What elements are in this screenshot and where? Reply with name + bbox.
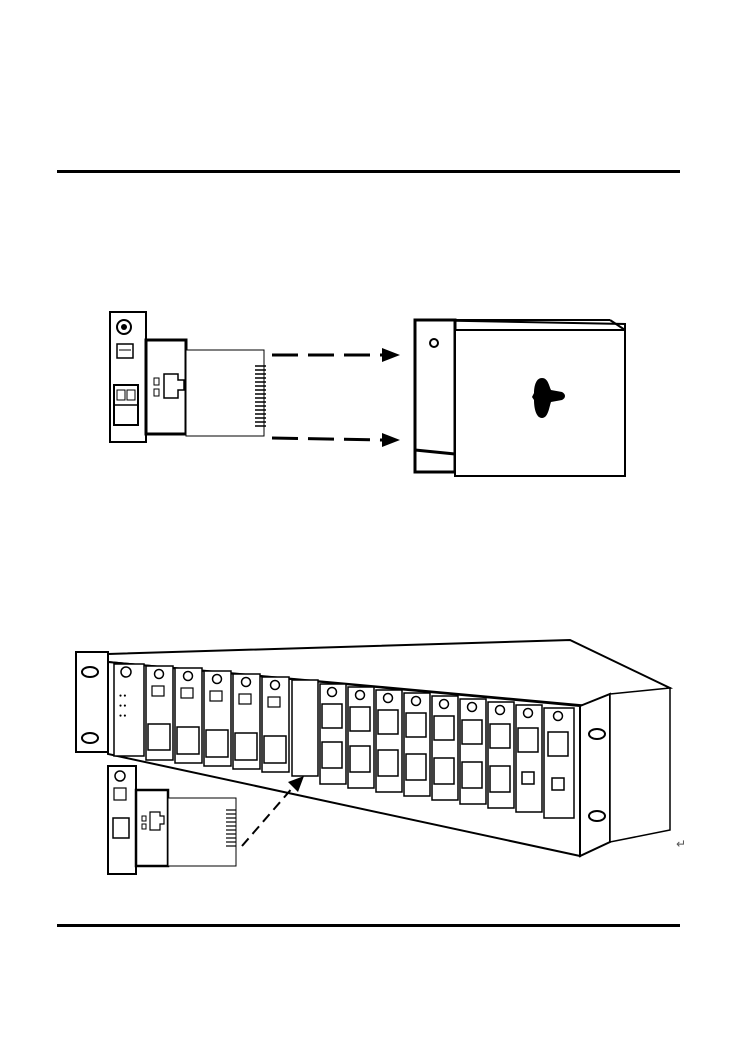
rack-slot-5 [233,674,260,769]
svg-text:● ●: ● ● [119,693,126,699]
rack-slot-14 [488,702,514,808]
header-rule [57,170,680,173]
module-bracket [146,340,186,434]
rack-slot-16 [544,708,574,818]
rack-slot-10 [376,690,402,792]
rack-slot-12 [432,696,458,800]
rack-slot-11 [404,693,430,796]
rack-slot-2 [146,666,173,760]
rack-slot-8 [320,684,346,784]
svg-text:● ●: ● ● [119,703,126,709]
circuit-board [186,350,266,436]
rack-ear-left [76,652,108,752]
standalone-chassis [415,320,625,476]
rack-slot-empty [292,680,318,776]
standalone-diagram [100,300,640,490]
insertion-arrows [272,348,400,447]
return-mark: ↵ [676,837,686,851]
rack-ear-right [580,688,670,856]
module-faceplate [110,312,146,442]
rack-slot-1: ● ● ● ● ● ● [114,664,144,756]
footer-rule [57,924,680,927]
rack-slot-6 [262,677,289,772]
loose-module [108,766,236,874]
rack-slot-9 [348,687,374,788]
svg-text:● ●: ● ● [119,713,126,719]
standalone-chassis-figure [100,300,640,490]
rack-slot-13 [460,699,486,804]
rack-diagram: ● ● ● ● ● ● [70,632,695,882]
rack-chassis-figure: ● ● ● ● ● ● [70,632,695,882]
rack-slot-3 [175,668,202,763]
rack-slot-4 [204,671,231,766]
rack-slot-15 [516,705,542,812]
